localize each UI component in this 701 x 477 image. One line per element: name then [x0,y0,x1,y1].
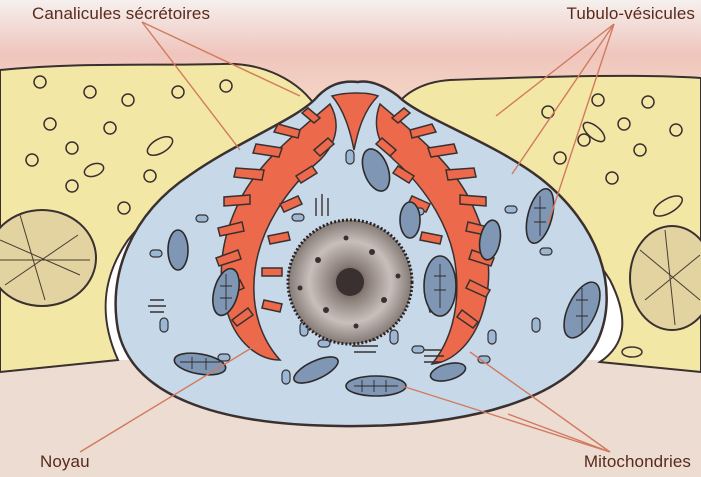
label-tubulo-vesicules: Tubulo-vésicules [566,4,695,24]
label-canalicules: Canalicules sécrétoires [32,4,210,24]
label-noyau: Noyau [40,452,90,472]
neighbor-nucleus-left [0,210,96,306]
label-mitochondries: Mitochondries [584,452,691,472]
